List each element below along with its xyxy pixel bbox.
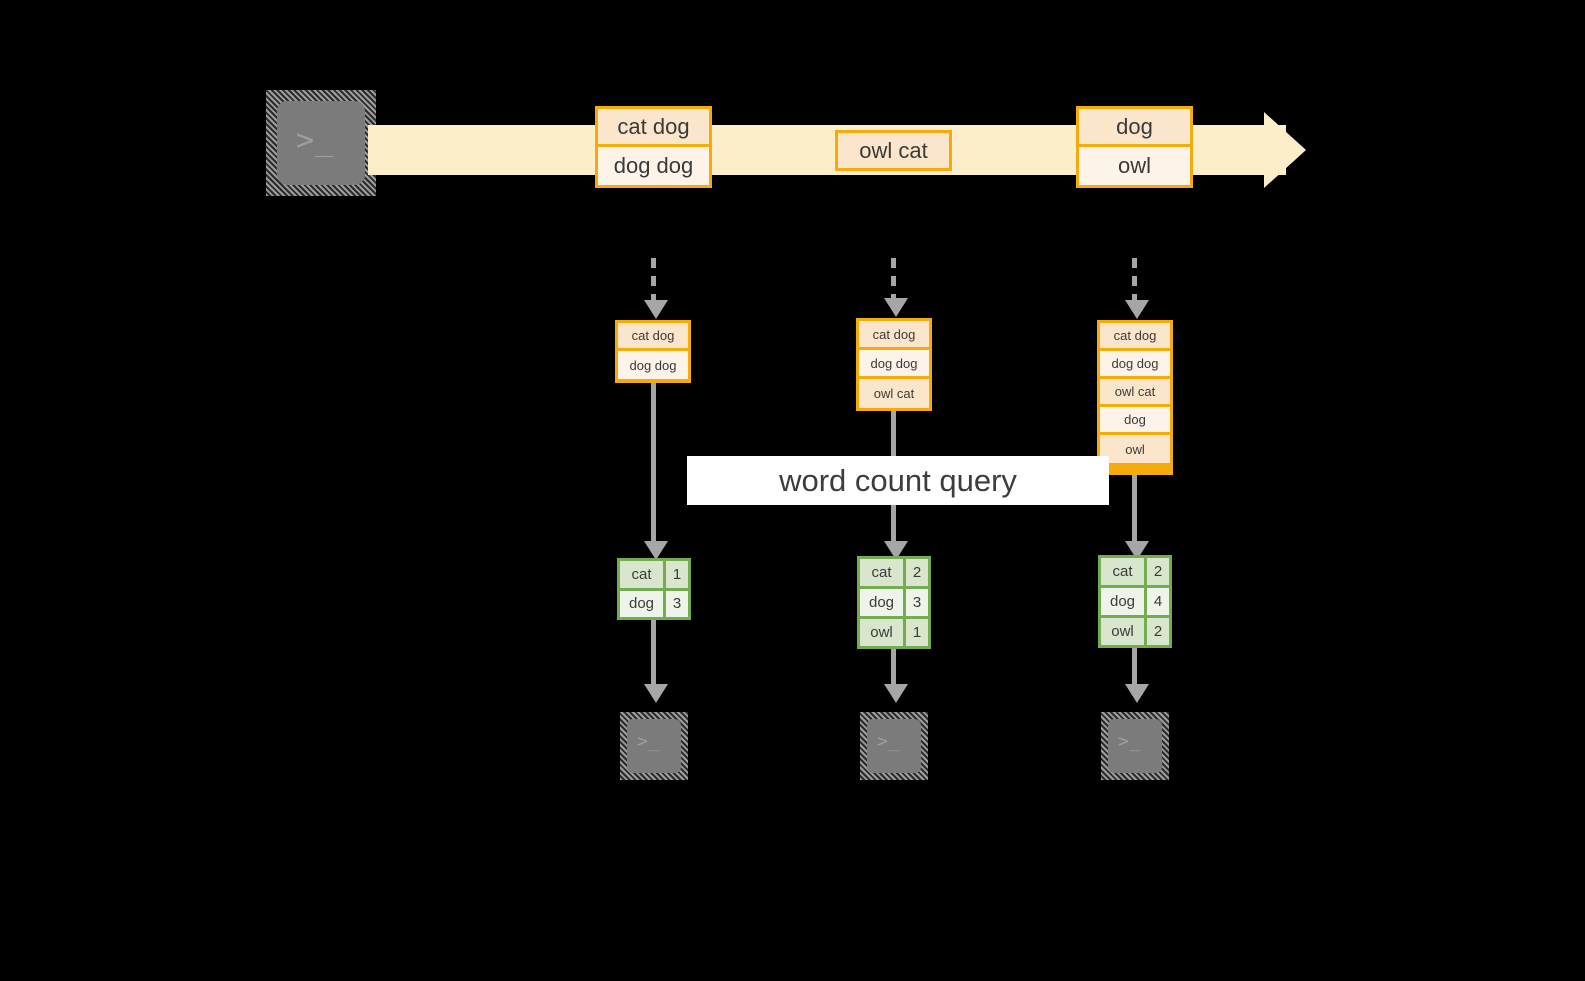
- arrowhead-icon: [644, 300, 668, 319]
- arrowhead-icon: [644, 684, 668, 703]
- terminal-body: [277, 101, 365, 185]
- snapshot-row: cat dog: [1100, 323, 1170, 351]
- dashed-connector: [891, 258, 896, 302]
- result-count: 4: [1147, 588, 1169, 615]
- result-row: cat 2: [1101, 558, 1169, 588]
- query-label-banner: word count query: [687, 456, 1109, 505]
- arrowhead-icon: [1125, 300, 1149, 319]
- sink-terminal-icon-1[interactable]: >_: [620, 712, 688, 780]
- snapshot-table-2[interactable]: cat dog dog dog owl cat: [856, 318, 932, 411]
- result-row: dog 3: [620, 590, 688, 617]
- terminal-prompt-glyph: >_: [296, 123, 335, 158]
- result-count: 1: [906, 619, 928, 646]
- sink-terminal-icon-2[interactable]: >_: [860, 712, 928, 780]
- stream-group-1[interactable]: cat dog dog dog: [595, 106, 712, 188]
- sink-connector: [1132, 648, 1137, 690]
- snapshot-row: owl: [1100, 435, 1170, 463]
- sink-connector: [651, 620, 656, 690]
- stream-group-2[interactable]: owl cat: [835, 130, 952, 171]
- result-row: cat 1: [620, 561, 688, 591]
- snapshot-row: dog dog: [1100, 351, 1170, 379]
- result-count: 3: [906, 589, 928, 616]
- snapshot-row: cat dog: [859, 321, 929, 350]
- snapshot-row: owl cat: [859, 379, 929, 408]
- terminal-prompt-glyph: >_: [637, 731, 661, 752]
- result-row: cat 2: [860, 559, 928, 589]
- stream-event: owl cat: [838, 133, 949, 168]
- result-row: owl 2: [1101, 618, 1169, 645]
- result-table-3[interactable]: cat 2 dog 4 owl 2: [1098, 555, 1172, 648]
- result-row: dog 4: [1101, 588, 1169, 618]
- arrowhead-icon: [884, 541, 908, 560]
- dashed-connector: [651, 258, 656, 304]
- result-count: 2: [1147, 558, 1169, 585]
- result-count: 1: [666, 561, 688, 588]
- snapshot-row: owl cat: [1100, 379, 1170, 407]
- result-word: dog: [860, 589, 906, 616]
- result-count: 3: [666, 590, 688, 617]
- stream-event: dog: [1079, 109, 1190, 147]
- stream-group-3[interactable]: dog owl: [1076, 106, 1193, 188]
- result-row: dog 3: [860, 589, 928, 619]
- result-table-2[interactable]: cat 2 dog 3 owl 1: [857, 556, 931, 649]
- source-terminal-icon[interactable]: >_: [266, 90, 376, 196]
- snapshot-table-3[interactable]: cat dog dog dog owl cat dog owl: [1097, 320, 1173, 475]
- result-word: cat: [620, 561, 666, 588]
- result-count: 2: [906, 559, 928, 586]
- terminal-prompt-glyph: >_: [877, 731, 901, 752]
- snapshot-table-1[interactable]: cat dog dog dog: [615, 320, 691, 383]
- arrowhead-icon: [884, 298, 908, 317]
- stream-arrowhead-icon: [1264, 112, 1306, 188]
- result-word: cat: [1101, 558, 1147, 585]
- stream-event: cat dog: [598, 109, 709, 147]
- arrowhead-icon: [644, 541, 668, 560]
- stream-event: owl: [1079, 147, 1190, 185]
- query-label-text: word count query: [779, 462, 1017, 498]
- query-connector: [651, 383, 656, 548]
- result-word: owl: [860, 619, 906, 646]
- terminal-prompt-glyph: >_: [1118, 731, 1142, 752]
- snapshot-row: dog dog: [859, 350, 929, 379]
- terminal-body: [1108, 719, 1162, 773]
- result-count: 2: [1147, 618, 1169, 645]
- terminal-body: [627, 719, 681, 773]
- result-word: cat: [860, 559, 906, 586]
- result-word: owl: [1101, 618, 1147, 645]
- terminal-body: [867, 719, 921, 773]
- result-row: owl 1: [860, 619, 928, 646]
- query-connector: [1132, 475, 1137, 548]
- dashed-connector: [1132, 258, 1137, 304]
- snapshot-row: cat dog: [618, 323, 688, 351]
- result-table-1[interactable]: cat 1 dog 3: [617, 558, 691, 620]
- snapshot-row: dog: [1100, 407, 1170, 435]
- arrowhead-icon: [884, 684, 908, 703]
- sink-connector: [891, 649, 896, 690]
- sink-terminal-icon-3[interactable]: >_: [1101, 712, 1169, 780]
- arrowhead-icon: [1125, 684, 1149, 703]
- result-word: dog: [620, 590, 666, 617]
- snapshot-row: dog dog: [618, 351, 688, 379]
- stream-event: dog dog: [598, 147, 709, 185]
- result-word: dog: [1101, 588, 1147, 615]
